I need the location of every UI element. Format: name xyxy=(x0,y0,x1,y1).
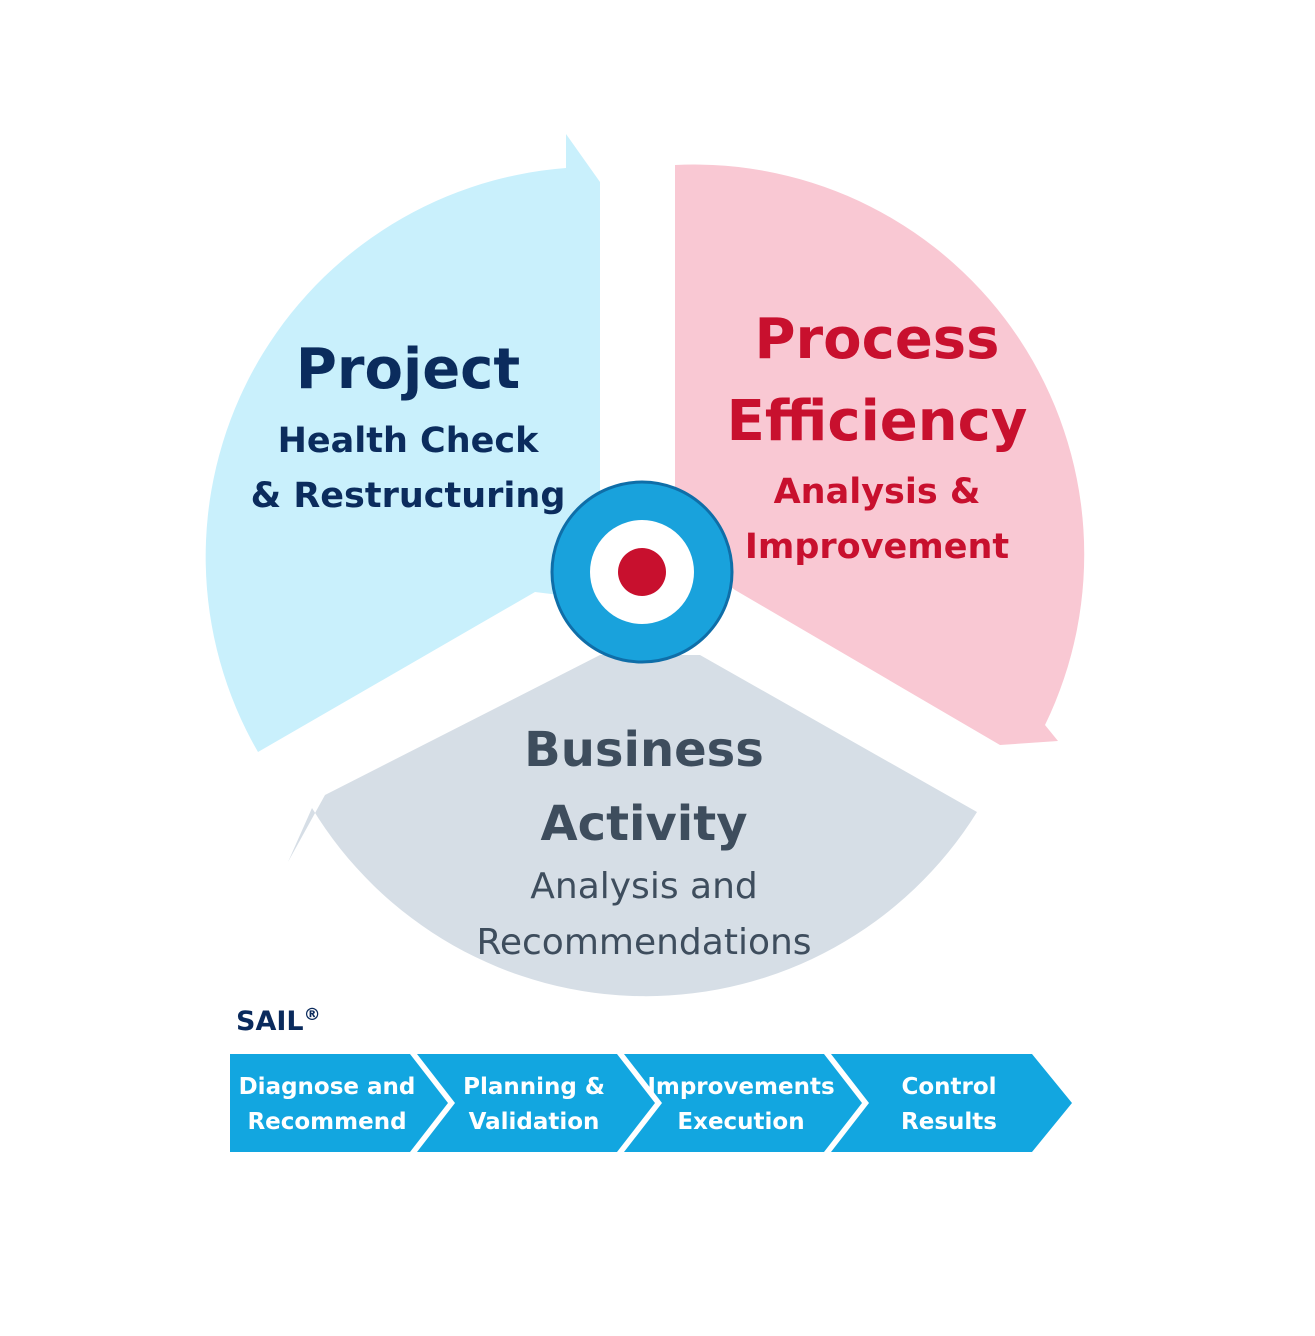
sail-step-diagnose xyxy=(230,1054,448,1152)
sail-registered-mark: ® xyxy=(304,1005,321,1025)
project-subtitle-line1: Health Check xyxy=(278,421,540,461)
sail-label-text: SAIL xyxy=(236,1006,304,1037)
sail-step-control xyxy=(831,1054,1072,1152)
sail-step-planning-line2: Validation xyxy=(469,1109,600,1135)
process-title-line2: Efficiency xyxy=(727,389,1028,454)
sail-step-improvements-line2: Execution xyxy=(677,1109,804,1135)
sail-step-control-line2: Results xyxy=(901,1109,997,1135)
business-subtitle-line1: Analysis and xyxy=(530,866,758,907)
sail-step-planning-line1: Planning & xyxy=(463,1074,605,1100)
process-subtitle-line1: Analysis & xyxy=(774,472,981,512)
sail-step-diagnose-line1: Diagnose and xyxy=(239,1074,416,1100)
target-icon xyxy=(550,480,734,664)
process-title-line1: Process xyxy=(755,307,1000,372)
sail-step-control-line1: Control xyxy=(901,1074,996,1100)
process-subtitle-line2: Improvement xyxy=(745,527,1009,567)
project-segment xyxy=(205,134,600,752)
business-segment xyxy=(288,655,977,997)
business-title-line2: Activity xyxy=(541,796,748,852)
sail-step-improvements xyxy=(624,1054,862,1152)
sail-process-bar: Diagnose and Recommend Planning & Valida… xyxy=(230,1054,1072,1152)
sail-step-improvements-line1: Improvements xyxy=(647,1074,834,1100)
sail-step-planning xyxy=(417,1054,655,1152)
business-subtitle-line2: Recommendations xyxy=(476,922,811,963)
business-title-line1: Business xyxy=(524,722,764,778)
process-segment xyxy=(675,164,1085,746)
project-title: Project xyxy=(296,337,520,402)
project-subtitle-line2: & Restructuring xyxy=(251,476,566,516)
sail-label: SAIL® xyxy=(236,1005,321,1037)
sail-step-diagnose-line2: Recommend xyxy=(247,1109,406,1135)
